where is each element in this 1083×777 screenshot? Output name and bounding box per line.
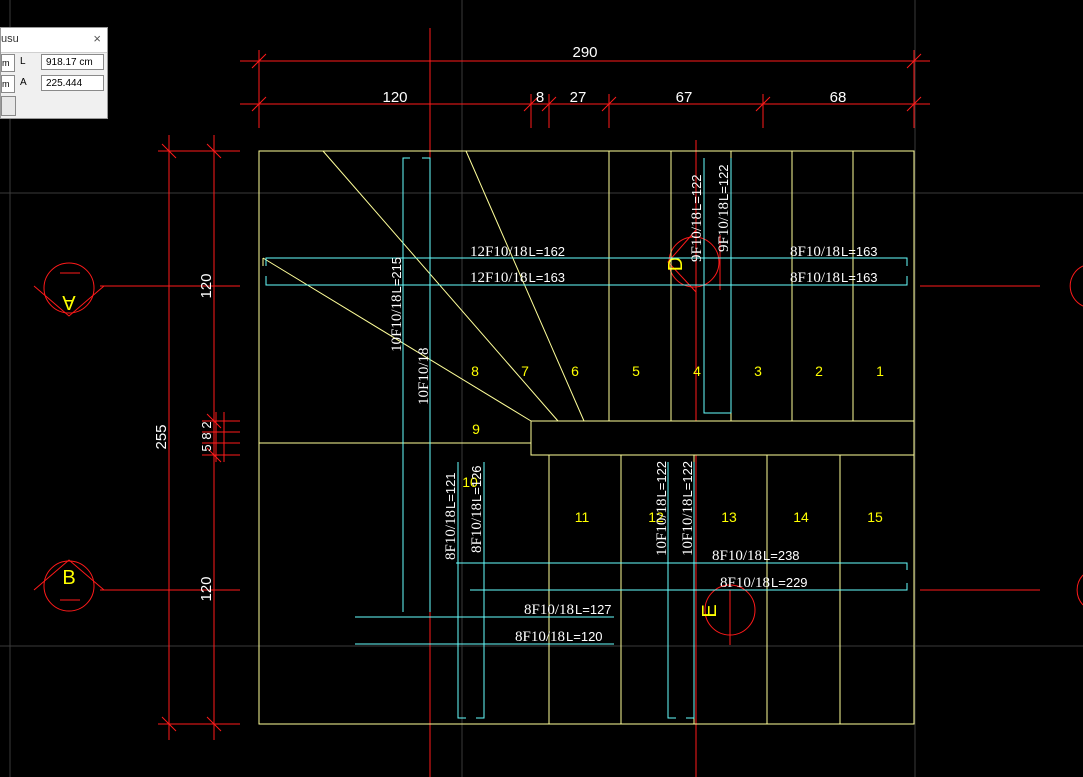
rebar-label-13: 8F10/18L=238 <box>712 548 800 564</box>
panel-title-bar[interactable]: usu × <box>1 28 107 53</box>
step-number-10: 10 <box>462 474 478 490</box>
step-number-9: 9 <box>472 421 480 437</box>
step-number-12: 12 <box>648 509 664 525</box>
step-number-15: 15 <box>867 509 883 525</box>
length-label: L <box>20 56 26 67</box>
panel-button[interactable] <box>1 96 16 116</box>
axis-label-d: D <box>665 257 687 271</box>
dim-left-small-b: 8 <box>199 432 214 439</box>
step-number-1: 1 <box>876 363 884 379</box>
axis-label-e: E <box>699 604 721 617</box>
rebar-label-16: 8F10/18L=120 <box>515 629 603 645</box>
step-number-13: 13 <box>721 509 737 525</box>
axis-bubble-a <box>33 262 105 317</box>
dim-seg-5: 68 <box>830 89 847 106</box>
rebar-labels-horizontal: 12F10/18L=162 12F10/18L=163 8F10/18L=163… <box>470 244 878 645</box>
step-number-14: 14 <box>793 509 809 525</box>
panel-title: usu <box>1 33 19 45</box>
area-label: A <box>20 77 27 88</box>
length-value-field[interactable]: 918.17 cm <box>41 54 104 70</box>
rebar-labels-vertical: 10F10/18L=215 10F10/18 9F10/18L=122 9F10… <box>389 164 732 560</box>
rebar-label-5: 10F10/18L=215 <box>389 257 405 352</box>
close-icon[interactable]: × <box>93 31 101 46</box>
rebar-label-7: 9F10/18L=122 <box>689 174 705 262</box>
step-number-7: 7 <box>521 363 529 379</box>
dim-seg-2: 8 <box>536 89 544 106</box>
panel-row-length: m L 918.17 cm <box>1 54 107 72</box>
rebar-label-12: 10F10/18L=122 <box>680 461 696 556</box>
measure-properties-panel[interactable]: usu × m L 918.17 cm m A 225.444 <box>0 27 108 119</box>
rebar-label-15: 8F10/18L=127 <box>524 602 612 618</box>
axis-bubble-d <box>667 229 720 293</box>
rebar-label-10: 8F10/18L=126 <box>469 465 485 553</box>
top-dimensions <box>240 50 930 128</box>
dim-left-small-c: 2 <box>199 421 214 428</box>
rebar-label-11: 10F10/18L=122 <box>654 461 670 556</box>
left-dimensions <box>158 135 240 740</box>
dim-left-small-a: 5 <box>199 444 214 451</box>
step-number-3: 3 <box>754 363 762 379</box>
dim-seg-3: 27 <box>570 89 587 106</box>
rebar-label-9: 8F10/18L=121 <box>443 472 459 560</box>
rebar-lines <box>265 157 908 719</box>
rebar-label-1: 12F10/18L=162 <box>470 244 565 260</box>
axis-bubble-b <box>33 559 105 612</box>
panel-row-area: m A 225.444 <box>1 75 107 93</box>
rebar-label-2: 12F10/18L=163 <box>470 270 565 286</box>
axis-bubble-e <box>695 584 756 636</box>
rebar-label-4: 8F10/18L=163 <box>790 270 878 286</box>
rebar-label-14: 8F10/18L=229 <box>720 575 808 591</box>
axis-label-b: B <box>62 567 75 589</box>
dim-seg-4: 67 <box>676 89 693 106</box>
step-number-6: 6 <box>571 363 579 379</box>
rebar-label-8: 9F10/18L=122 <box>716 164 732 252</box>
step-number-4: 4 <box>693 363 701 379</box>
area-value-field[interactable]: 225.444 <box>41 75 104 91</box>
step-number-5: 5 <box>632 363 640 379</box>
step-number-8: 8 <box>471 363 479 379</box>
unit-field-1[interactable]: m <box>1 54 15 72</box>
axis-bubble-right <box>1069 265 1083 606</box>
dim-seg-1: 120 <box>382 89 407 106</box>
step-number-2: 2 <box>815 363 823 379</box>
step-number-11: 11 <box>575 509 590 525</box>
axis-lines <box>100 28 1040 777</box>
dim-left-upper: 120 <box>198 273 215 298</box>
dim-left-total: 255 <box>153 424 170 449</box>
rebar-label-6: 10F10/18 <box>416 347 432 405</box>
axis-label-a: A <box>62 291 76 313</box>
dim-total-width: 290 <box>572 44 597 61</box>
rebar-label-3: 8F10/18L=163 <box>790 244 878 260</box>
dim-left-lower: 120 <box>198 576 215 601</box>
unit-field-2[interactable]: m <box>1 75 15 93</box>
